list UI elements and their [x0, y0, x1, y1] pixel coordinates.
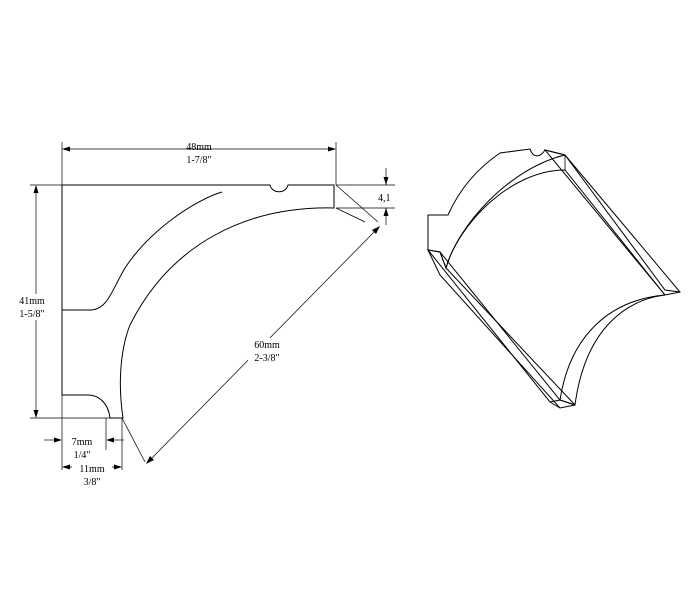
bottom-large-label-bg — [72, 461, 112, 487]
thickness-value: 4,1 — [378, 193, 391, 204]
3d-back-curve — [559, 294, 666, 406]
3d-bottom-strip-2 — [439, 251, 576, 406]
3d-top-face — [543, 149, 681, 296]
bottom-small-metric: 7mm — [72, 437, 93, 448]
profile-outer-edge — [61, 184, 335, 419]
profile-outline — [61, 184, 335, 419]
height-left-label-bg — [14, 294, 54, 320]
dimension-bottom-small — [44, 437, 124, 443]
height-left-imperial: 1-5/8" — [19, 309, 44, 320]
molding-3d-view — [426, 148, 681, 409]
extension-lines — [30, 142, 395, 470]
dimension-width-top — [62, 146, 336, 152]
3d-bottom-strip-1 — [426, 249, 561, 403]
3d-bottom-strip-3 — [427, 249, 576, 409]
width-top-metric: 48mm — [186, 142, 212, 153]
diagonal-label-bg — [248, 338, 288, 364]
width-top-imperial: 1-7/8" — [186, 155, 211, 166]
dimension-thickness — [383, 168, 389, 225]
diagonal-metric: 60mm — [254, 340, 280, 351]
bottom-small-imperial: 1/4" — [74, 450, 91, 461]
height-left-metric: 41mm — [19, 296, 45, 307]
bottom-large-imperial: 3/8" — [84, 477, 101, 488]
3d-bottom-corner — [549, 401, 561, 409]
bottom-large-metric: 11mm — [79, 464, 104, 475]
3d-right-face — [564, 154, 681, 293]
3d-front-face — [427, 148, 566, 270]
diagonal-imperial: 2-3/8" — [254, 353, 279, 364]
3d-concave-face — [445, 169, 666, 296]
